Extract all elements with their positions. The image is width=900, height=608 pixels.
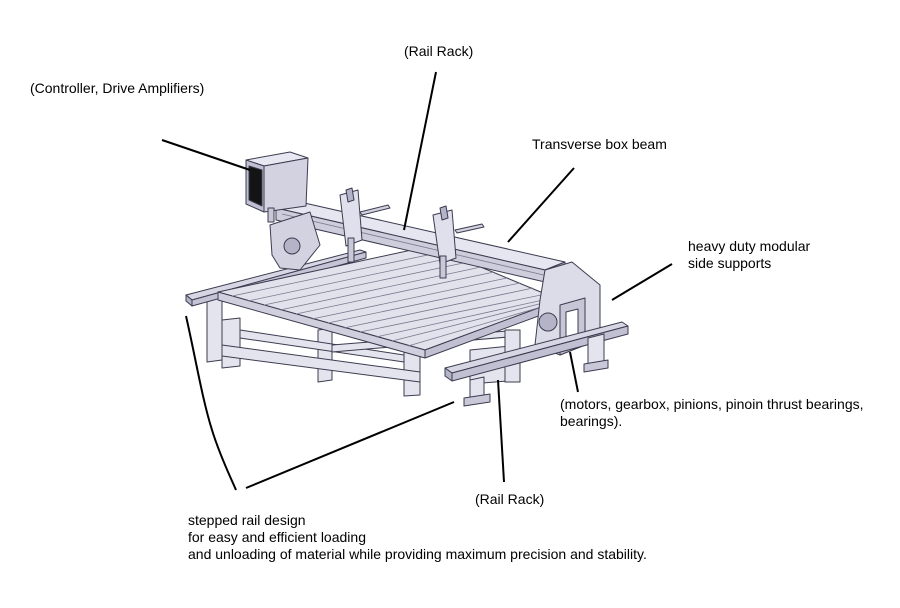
slat-bed xyxy=(217,245,561,359)
label-rail-rack-top: (Rail Rack) xyxy=(404,43,474,59)
torch-carriage-left xyxy=(339,187,363,263)
label-stepped-rail: stepped rail design for easy and efficie… xyxy=(188,512,647,563)
right-rail xyxy=(444,321,629,407)
slat-lines xyxy=(231,251,559,347)
leader-controller xyxy=(161,139,251,171)
label-controller: (Controller, Drive Amplifiers) xyxy=(30,80,205,96)
leader-stepped-rail-left xyxy=(185,315,237,491)
cutting-table xyxy=(185,151,629,407)
label-rail-rack-bottom: (Rail Rack) xyxy=(475,491,545,507)
leader-lines xyxy=(161,71,673,491)
label-drive-components: (motors, gearbox, pinions, pinoin thrust… xyxy=(560,396,864,430)
leader-stepped-rail-right xyxy=(245,401,455,489)
leader-rail-rack-top xyxy=(403,71,437,231)
label-stepped-rail-line-3: and unloading of material while providin… xyxy=(188,546,647,562)
label-stepped-rail-line-2: for easy and efficient loading xyxy=(188,529,366,545)
controller-cabinet xyxy=(245,151,309,223)
label-drive-components-line-1: (motors, gearbox, pinions, pinoin thrust… xyxy=(560,396,864,412)
label-side-supports-line-1: heavy duty modular xyxy=(688,238,811,254)
label-stepped-rail-line-1: stepped rail design xyxy=(188,512,306,528)
label-transverse-beam: Transverse box beam xyxy=(532,136,667,152)
label-side-supports: heavy duty modular side supports xyxy=(688,238,810,272)
torch-carriage-right xyxy=(432,205,457,279)
leader-side-supports xyxy=(611,263,673,301)
label-side-supports-line-2: side supports xyxy=(688,255,772,271)
left-side-support xyxy=(269,211,321,271)
leader-transverse-beam xyxy=(507,167,575,243)
label-drive-components-line-2: bearings). xyxy=(560,413,623,429)
leader-drive-components xyxy=(569,351,579,393)
leader-rail-rack-bottom xyxy=(497,379,505,483)
